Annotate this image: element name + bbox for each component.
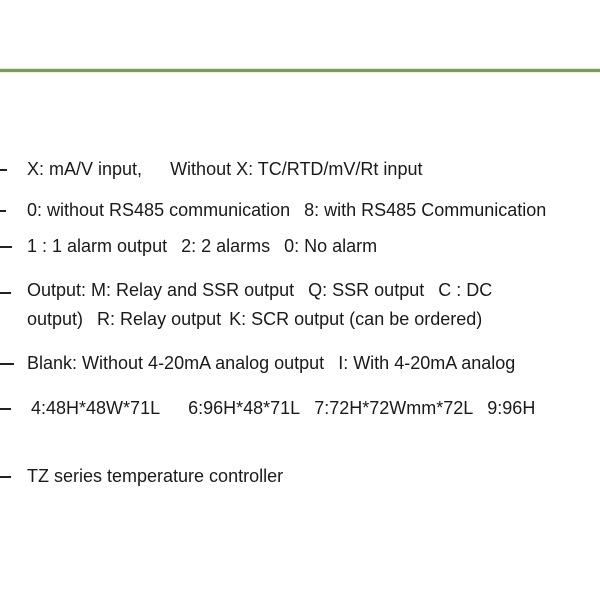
analog-option-blank: Blank: Without 4-20mA analog output [27,353,325,373]
output-option-k: K: SCR output (can be ordered) [229,309,483,329]
comm-option-0: 0: without RS485 communication [27,200,291,220]
leader-dash-icon [0,363,14,365]
input-option-default: Without X: TC/RTD/mV/Rt input [170,159,423,179]
leader-dash-icon [0,246,12,248]
leader-dash-icon [0,292,11,294]
alarm-option-2: 2: 2 alarms [181,236,271,256]
output-option-c: C : DC [438,280,493,300]
leader-dash-icon [0,210,6,212]
alarm-option-1: 1 : 1 alarm output [27,236,168,256]
leader-dash-icon [0,476,11,478]
input-option-x: X: mA/V input, [27,159,143,179]
size-option-6: 6:96H*48*71L [188,398,301,418]
series-description: TZ series temperature controller [27,466,284,486]
output-continuation: output) [27,309,84,329]
green-divider-line [0,69,600,72]
size-option-4: 4:48H*48W*71L [31,398,161,418]
comm-option-8: 8: with RS485 Communication [304,200,547,220]
leader-dash-icon [0,169,7,171]
output-option-q: Q: SSR output [308,280,425,300]
output-option-m: Output: M: Relay and SSR output [27,280,295,300]
analog-option-i: I: With 4-20mA analog [338,353,516,373]
output-option-r: R: Relay output [97,309,222,329]
alarm-option-0: 0: No alarm [284,236,378,256]
size-option-7: 7:72H*72Wmm*72L [314,398,474,418]
leader-dash-icon [0,408,11,410]
size-option-9: 9:96H [487,398,536,418]
